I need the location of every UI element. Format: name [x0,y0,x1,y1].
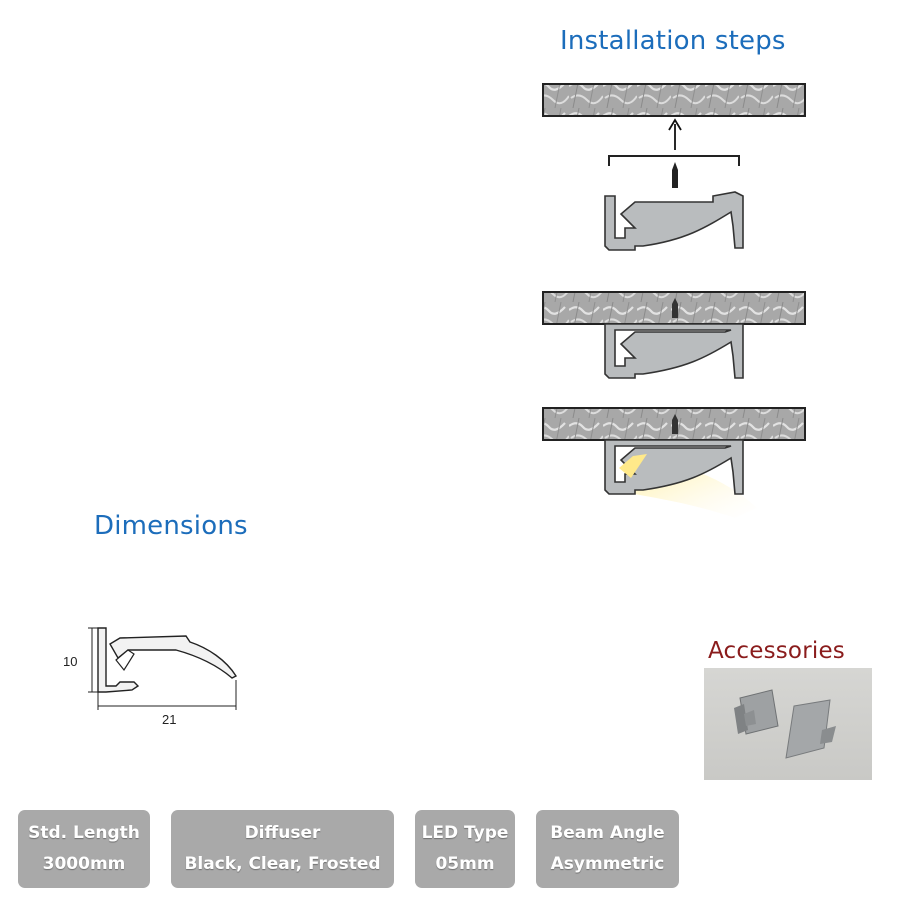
spec-label: LED Type [421,823,509,843]
led-strip-glow [619,454,647,478]
width-label: 21 [162,712,176,727]
spec-beam-angle: Beam Angle Asymmetric [536,810,679,888]
accessories-photo [704,668,872,780]
height-dimension-line [88,627,104,693]
installation-steps-title: Installation steps [560,26,786,56]
aluminium-profile [604,323,744,379]
screw-icon [672,414,678,434]
spec-std-length: Std. Length 3000mm [18,810,150,888]
spec-label: Diffuser [244,823,321,843]
spec-value: 05mm [435,854,495,874]
dimensions-diagram: 10 21 [63,627,238,727]
spec-label: Beam Angle [550,823,665,843]
step-1 [542,83,806,251]
screw-icon [672,298,678,318]
spec-led-type: LED Type 05mm [415,810,515,888]
spec-value: 3000mm [42,854,126,874]
width-dimension-line [97,680,237,710]
spec-value: Asymmetric [550,854,665,874]
installation-steps-diagram [542,83,806,518]
dimensions-title: Dimensions [94,511,248,541]
spec-label: Std. Length [28,823,140,843]
profile-cross-section [97,627,238,693]
spec-diffuser: Diffuser Black, Clear, Frosted [171,810,394,888]
step-3 [542,407,806,518]
clip-bracket [608,155,740,166]
step-2 [542,291,806,379]
screw-icon [672,162,678,188]
aluminium-profile [604,191,744,251]
end-cap [734,689,836,759]
ceiling-slab [542,83,806,117]
height-label: 10 [63,654,77,669]
accessories-title: Accessories [708,638,845,664]
up-arrow-icon [668,118,682,150]
spec-value: Black, Clear, Frosted [184,854,381,874]
